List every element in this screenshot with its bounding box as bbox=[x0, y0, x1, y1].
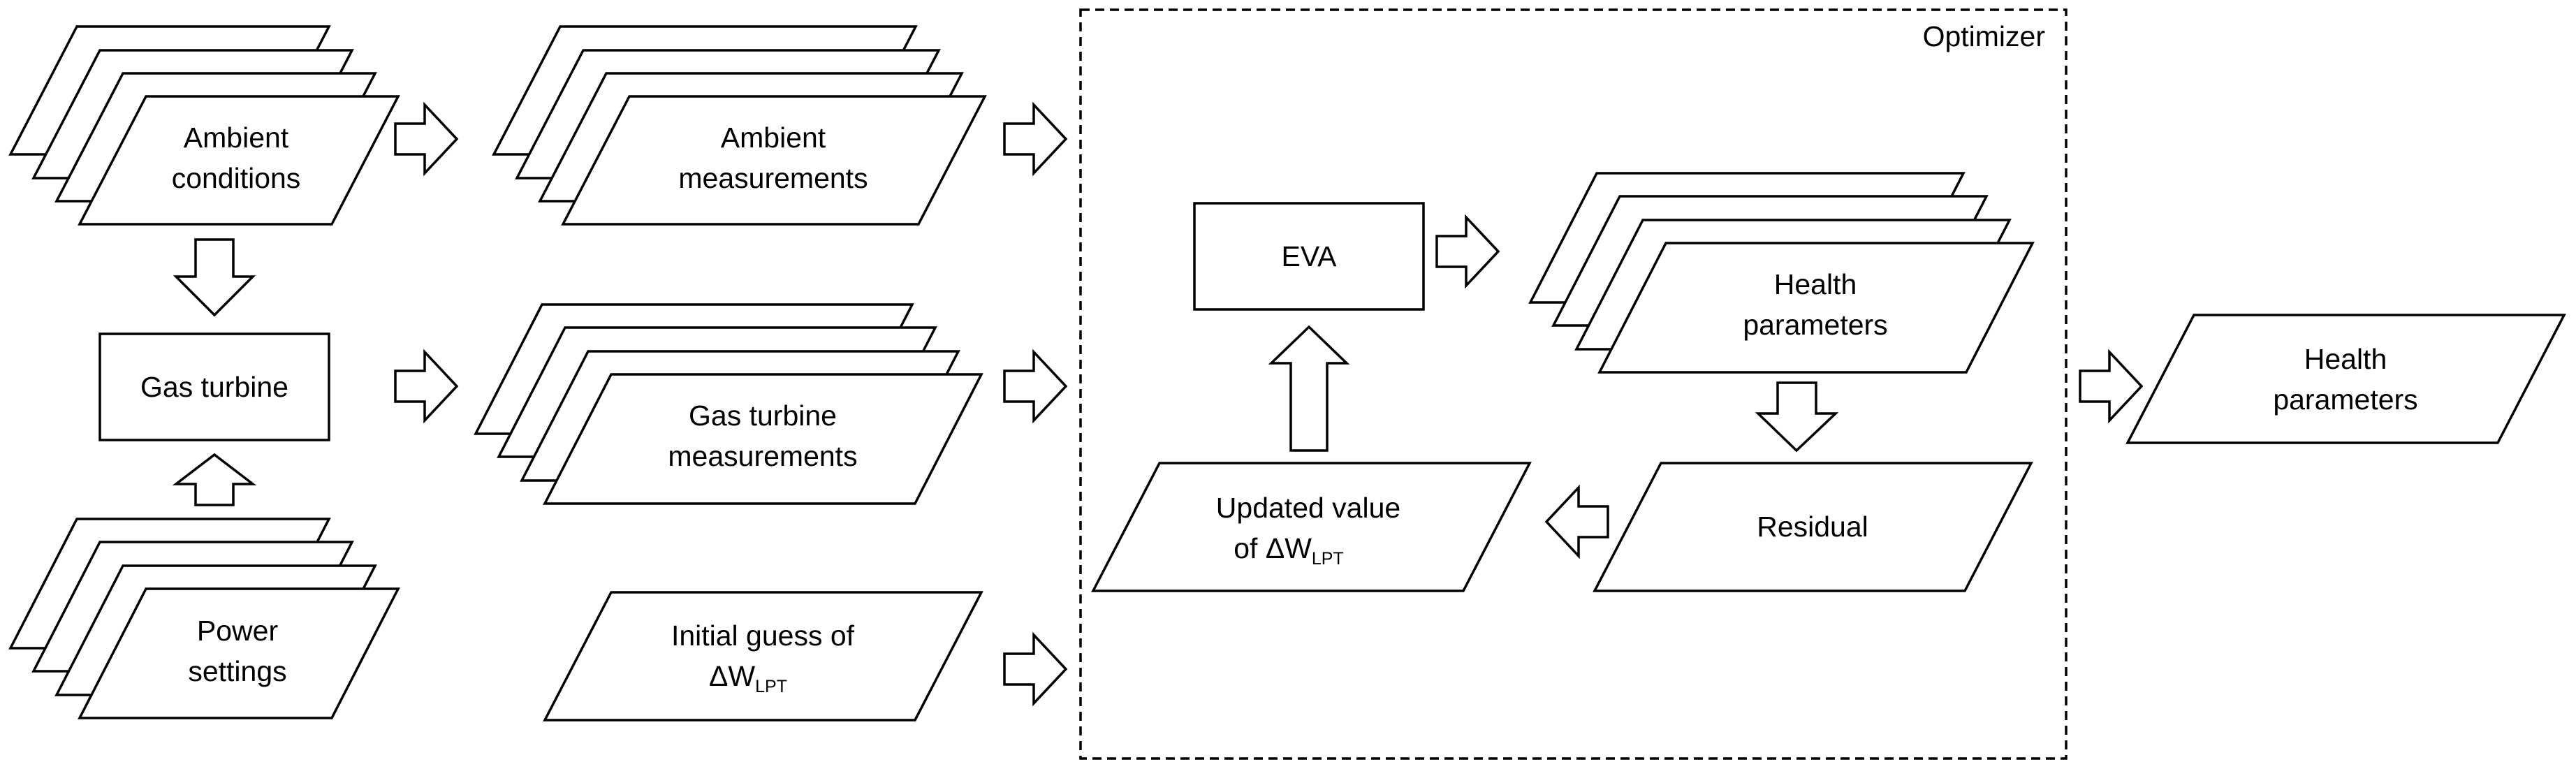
arrow-power-settings-to-gas-turbine bbox=[172, 453, 257, 506]
arrow-health-parameters-to-residual bbox=[1755, 381, 1839, 453]
arrow-updated-value-to-eva bbox=[1268, 325, 1350, 452]
updated-value-shape bbox=[1091, 462, 1532, 592]
arrow-initial-guess-to-optimizer bbox=[1003, 631, 1068, 707]
gas-turbine-box bbox=[98, 332, 330, 441]
initial-guess-shape bbox=[543, 591, 983, 722]
eva-label: EVA bbox=[1282, 240, 1338, 272]
health-parameters-inner-stack bbox=[1528, 172, 2035, 374]
arrow-ambient-to-gas-turbine bbox=[173, 238, 256, 317]
arrow-ambient-measurements-to-optimizer bbox=[1003, 101, 1068, 177]
arrow-to-health-parameters-output bbox=[2079, 349, 2144, 424]
arrow-turbine-to-measurements bbox=[394, 349, 459, 424]
optimizer-label: Optimizer bbox=[1923, 20, 2045, 52]
gas-turbine-measurements-stack bbox=[474, 303, 983, 505]
residual-label: Residual bbox=[1757, 511, 1868, 543]
arrow-residual-to-updated-value bbox=[1544, 484, 1609, 559]
arrow-ambient-to-measurements bbox=[394, 101, 459, 177]
ambient-measurements-stack bbox=[492, 25, 987, 226]
optimizer-frame bbox=[1079, 8, 2068, 760]
arrow-turbine-measurements-to-optimizer bbox=[1003, 349, 1068, 424]
eva-box bbox=[1193, 202, 1425, 311]
ambient-conditions-stack bbox=[8, 25, 400, 226]
gas-turbine-label: Gas turbine bbox=[140, 371, 288, 403]
arrow-eva-to-health-parameters bbox=[1435, 214, 1500, 289]
residual-shape bbox=[1593, 462, 2033, 592]
health-parameters-output-shape bbox=[2125, 314, 2566, 444]
power-settings-stack bbox=[8, 518, 400, 719]
